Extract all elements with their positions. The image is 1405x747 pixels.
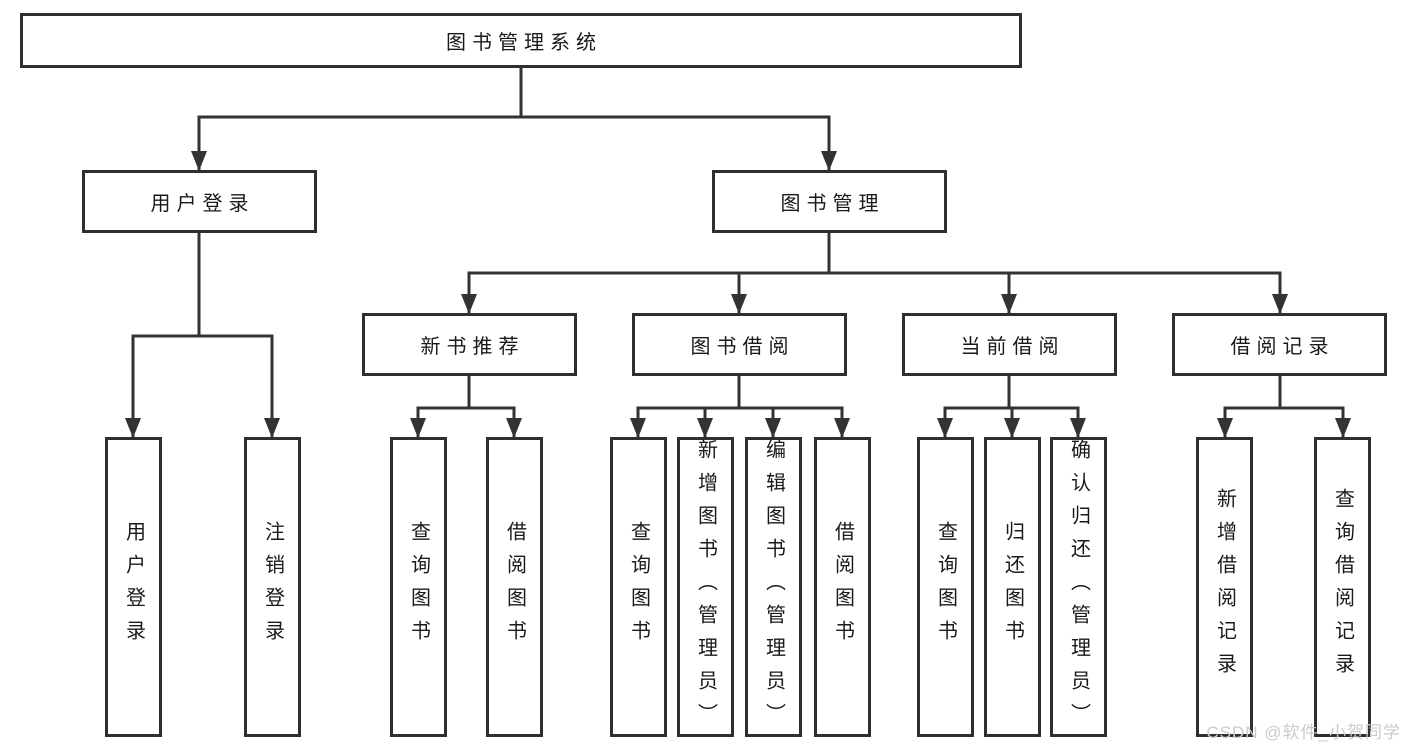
node-add-borrow-record: 新增借阅记录 <box>1196 437 1253 737</box>
leaf-label: 归还图书 <box>1001 521 1024 653</box>
leaf-label: 借阅图书 <box>503 521 526 653</box>
leaf-label: 查询借阅记录 <box>1331 488 1354 686</box>
leaf-label: 查询图书 <box>407 521 430 653</box>
leaf-label: 用户登录 <box>122 521 145 653</box>
watermark-text: CSDN @软件_小贺同学 <box>1206 723 1401 742</box>
leaf-label: 新增借阅记录 <box>1213 488 1236 686</box>
leaf-label: 编辑图书（管理员） <box>762 438 785 736</box>
leaf-label: 查询图书 <box>627 521 650 653</box>
node-new-book-recommendation: 新书推荐 <box>362 313 577 376</box>
node-edit-books-admin: 编辑图书（管理员） <box>745 437 802 737</box>
leaf-label: 注销登录 <box>261 521 284 653</box>
leaf-label: 确认归还（管理员） <box>1067 438 1090 736</box>
node-confirm-return-admin: 确认归还（管理员） <box>1050 437 1107 737</box>
node-return-books: 归还图书 <box>984 437 1041 737</box>
node-borrow-books-recommend: 借阅图书 <box>486 437 543 737</box>
node-query-borrow-record: 查询借阅记录 <box>1314 437 1371 737</box>
node-current-borrowing: 当前借阅 <box>902 313 1117 376</box>
leaf-label: 借阅图书 <box>831 521 854 653</box>
node-query-books-recommend: 查询图书 <box>390 437 447 737</box>
node-book-borrowing: 图书借阅 <box>632 313 847 376</box>
node-user-login: 用户登录 <box>82 170 317 233</box>
node-logout-leaf: 注销登录 <box>244 437 301 737</box>
node-book-management: 图书管理 <box>712 170 947 233</box>
node-add-books-admin: 新增图书（管理员） <box>677 437 734 737</box>
node-query-books-current: 查询图书 <box>917 437 974 737</box>
node-library-management-system: 图书管理系统 <box>20 13 1022 68</box>
node-user-login-leaf: 用户登录 <box>105 437 162 737</box>
node-borrowing-records: 借阅记录 <box>1172 313 1387 376</box>
leaf-label: 新增图书（管理员） <box>694 438 717 736</box>
node-query-books-borrowing: 查询图书 <box>610 437 667 737</box>
leaf-label: 查询图书 <box>934 521 957 653</box>
node-borrow-books-borrowing: 借阅图书 <box>814 437 871 737</box>
